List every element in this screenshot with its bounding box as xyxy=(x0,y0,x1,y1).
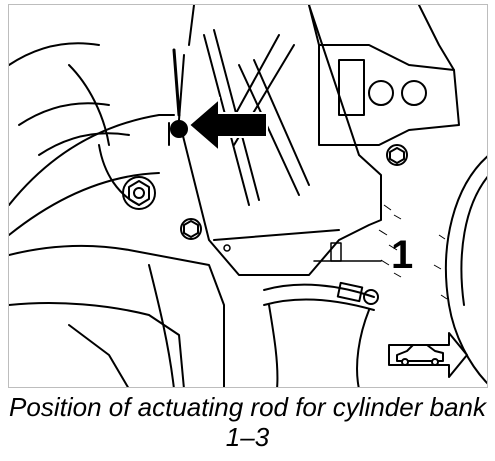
cover-plate xyxy=(178,5,382,276)
actuating-rod xyxy=(172,48,181,117)
bolt-lower xyxy=(180,218,202,240)
bolt-left xyxy=(122,176,156,210)
engine-line-drawing xyxy=(9,5,487,387)
illustration-frame: 1 xyxy=(8,4,488,388)
engine-block-outline xyxy=(9,114,175,206)
figure-caption: Position of actuating rod for cylinder b… xyxy=(9,392,486,452)
hose-clamp xyxy=(263,283,375,298)
bold-pointing-arrow-icon xyxy=(187,96,268,154)
callout-label: 1 xyxy=(391,233,414,277)
mounting-bracket xyxy=(318,44,460,146)
car-direction-of-travel-icon xyxy=(388,332,468,378)
hatching xyxy=(378,204,448,300)
bolt-right xyxy=(386,144,408,166)
